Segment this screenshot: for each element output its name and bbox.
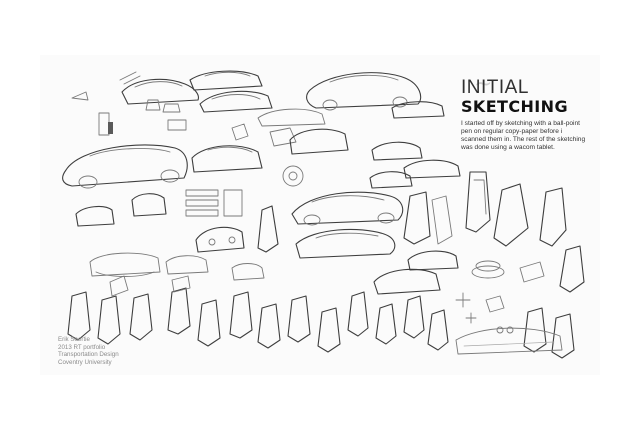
detail-sketches-bottom xyxy=(109,275,514,334)
car-sketch-mid-2 xyxy=(191,145,263,173)
seat-sketch-right-3 xyxy=(539,187,567,247)
title-description: I started off by sketching with a ball-p… xyxy=(461,120,586,151)
car-sketch-mid-3 xyxy=(289,128,349,155)
car-sketch-row3-3 xyxy=(89,252,161,277)
author-credit: Erik Soertie 2013 RT portfolio Transport… xyxy=(58,336,119,366)
title-line-initial: INITIAL xyxy=(461,77,529,98)
car-sketch-row3-front xyxy=(195,226,245,253)
title-line-sketching: SKETCHING xyxy=(461,97,568,116)
car-sketch-row3-2 xyxy=(131,193,167,217)
car-sketch-top-2 xyxy=(199,90,273,113)
car-sketch-row3-hero xyxy=(295,228,396,259)
seat-sketch-right-1 xyxy=(465,171,491,233)
title-watermark: ~ xyxy=(474,72,493,97)
car-sketch-row3-4 xyxy=(165,255,209,275)
author-role: 2013 RT portfolio xyxy=(58,343,106,351)
car-sketch-mid-5 xyxy=(403,159,461,179)
seat-row-bottom xyxy=(67,287,575,359)
car-sketch-top-4 xyxy=(391,101,445,119)
interior-dashboard-sketch xyxy=(455,327,563,355)
car-sketch-mid-6 xyxy=(369,171,413,189)
car-sketch-row3-5 xyxy=(231,263,265,281)
car-sketch-top-3 xyxy=(257,108,326,127)
car-sketch-row3-6 xyxy=(373,268,441,295)
car-sketch-mid-4 xyxy=(371,141,423,161)
author-name: Erik Soertie xyxy=(58,336,90,343)
detail-grilles xyxy=(185,189,243,217)
seat-sketch-center xyxy=(257,205,279,253)
car-sketch-row3-left xyxy=(75,205,115,227)
car-sketch-row3-right xyxy=(407,250,459,271)
car-sketch-center xyxy=(291,191,404,226)
car-sketch-mid-left xyxy=(62,144,188,189)
author-school: Coventry University xyxy=(58,358,112,366)
seat-sketch-right-2 xyxy=(493,183,529,247)
author-dept: Transportation Design xyxy=(58,351,119,359)
detail-sketches-top xyxy=(71,71,297,147)
car-sketch-top-left xyxy=(121,78,199,105)
car-sketch-top-1 xyxy=(189,70,263,91)
seat-sketch-mid xyxy=(403,191,453,245)
detail-sketches-right xyxy=(455,260,545,313)
title-block: INITIAL SKETCHING I started off by sketc… xyxy=(461,77,585,152)
car-sketch-top-hero xyxy=(306,72,422,111)
wheel-sketch xyxy=(282,165,304,187)
seat-sketch-right-4 xyxy=(559,245,585,293)
